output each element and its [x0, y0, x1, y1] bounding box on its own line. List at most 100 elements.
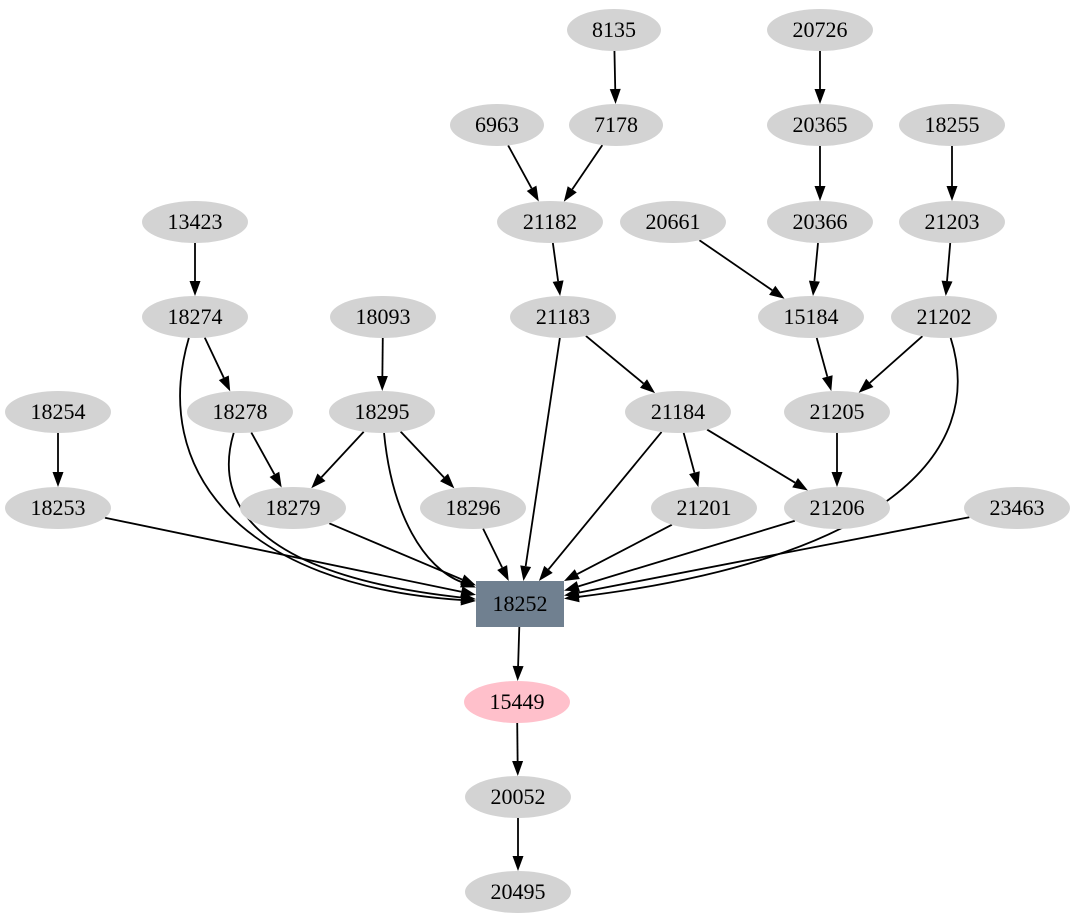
- edge-18295-18252: [383, 432, 463, 584]
- arrowhead-18278-18279: [269, 471, 282, 488]
- edge-21202-18252: [578, 337, 959, 598]
- node-7178: 7178: [569, 104, 663, 146]
- arrowhead-13423-18274: [189, 281, 201, 296]
- node-label-20366: 20366: [793, 209, 848, 234]
- node-18254: 18254: [5, 391, 111, 433]
- node-23463: 23463: [964, 487, 1070, 529]
- edge-18279-18252: [328, 522, 463, 581]
- edge-23463-18252: [578, 516, 970, 594]
- node-label-21184: 21184: [651, 399, 705, 424]
- node-label-18252: 18252: [493, 591, 548, 616]
- arrowhead-21184-18252: [538, 565, 553, 581]
- node-shape-21201: [651, 487, 757, 529]
- node-label-21205: 21205: [810, 399, 865, 424]
- edge-21183-18252: [524, 337, 561, 567]
- arrowhead-21183-18252: [520, 565, 532, 581]
- node-20365: 20365: [767, 104, 873, 146]
- node-shape-20366: [767, 201, 873, 243]
- arrowhead-20052-20495: [512, 856, 524, 871]
- arrowhead-18279-18252: [460, 574, 476, 586]
- edge-18252-15449: [517, 626, 521, 667]
- edge-20661-15184: [698, 239, 773, 292]
- node-shape-18254: [5, 391, 111, 433]
- edge-6963-21182: [507, 144, 533, 189]
- edge-21183-21184: [585, 335, 645, 385]
- node-label-15449: 15449: [490, 689, 545, 714]
- node-20661: 20661: [620, 201, 726, 243]
- edge-20366-15184: [813, 242, 819, 282]
- edge-8135-7178: [613, 50, 617, 90]
- node-label-21206: 21206: [810, 495, 865, 520]
- node-shape-8135: [567, 9, 661, 51]
- node-shape-21203: [899, 201, 1005, 243]
- node-label-23463: 23463: [990, 495, 1045, 520]
- node-shape-23463: [964, 487, 1070, 529]
- node-label-18296: 18296: [446, 495, 501, 520]
- node-shape-18279: [240, 487, 346, 529]
- node-label-18295: 18295: [355, 399, 410, 424]
- node-shape-18252: [476, 581, 564, 627]
- edge-21206-18252: [578, 519, 796, 588]
- node-18295: 18295: [329, 391, 435, 433]
- node-6963: 6963: [450, 104, 544, 146]
- arrowhead-21184-21201: [689, 471, 700, 488]
- node-label-18279: 18279: [266, 495, 321, 520]
- edge-21184-21201: [682, 432, 696, 473]
- node-label-21201: 21201: [677, 495, 732, 520]
- node-18093: 18093: [330, 296, 436, 338]
- edge-18274-18252: [179, 337, 462, 601]
- node-shape-18295: [329, 391, 435, 433]
- edge-21202-21205: [869, 335, 923, 384]
- node-21205: 21205: [784, 391, 890, 433]
- node-label-21203: 21203: [925, 209, 980, 234]
- arrowhead-23463-18252: [564, 587, 580, 599]
- node-shape-18255: [899, 104, 1005, 146]
- node-18253: 18253: [5, 487, 111, 529]
- arrowhead-20365-20366: [814, 186, 826, 201]
- node-shape-7178: [569, 104, 663, 146]
- node-shape-20495: [465, 871, 571, 913]
- edge-21182-21183: [551, 242, 559, 282]
- node-label-20661: 20661: [646, 209, 701, 234]
- node-shape-20365: [767, 104, 873, 146]
- arrowhead-21183-21184: [640, 379, 656, 394]
- arrowhead-18093-18295: [376, 375, 388, 392]
- node-label-18278: 18278: [213, 399, 268, 424]
- node-13423: 13423: [142, 201, 248, 243]
- node-21182: 21182: [497, 201, 603, 243]
- arrowhead-8135-7178: [609, 88, 621, 105]
- node-label-13423: 13423: [168, 209, 223, 234]
- node-label-21183: 21183: [536, 304, 590, 329]
- node-shape-20661: [620, 201, 726, 243]
- node-20052: 20052: [465, 776, 571, 818]
- node-shape-21205: [784, 391, 890, 433]
- node-18279: 18279: [240, 487, 346, 529]
- edge-21203-21202: [946, 242, 952, 282]
- node-20726: 20726: [767, 9, 873, 51]
- node-shape-21184: [625, 391, 731, 433]
- node-label-18255: 18255: [925, 112, 980, 137]
- node-shape-18274: [142, 296, 248, 338]
- node-shape-18253: [5, 487, 111, 529]
- arrowhead-20726-20365: [814, 89, 826, 104]
- edge-18295-18279: [320, 431, 365, 478]
- node-15184: 15184: [758, 296, 864, 338]
- node-21183: 21183: [510, 296, 616, 338]
- edge-18295-18296: [399, 431, 445, 479]
- node-shape-21183: [510, 296, 616, 338]
- node-shape-18093: [330, 296, 436, 338]
- node-label-20365: 20365: [793, 112, 848, 137]
- node-label-18093: 18093: [356, 304, 411, 329]
- arrowhead-21201-18252: [564, 569, 580, 582]
- edge-18278-18279: [250, 432, 276, 475]
- node-shape-18296: [420, 487, 526, 529]
- node-label-6963: 6963: [475, 112, 519, 137]
- edge-18274-18278: [203, 337, 225, 379]
- node-18274: 18274: [142, 296, 248, 338]
- arrowhead-15449-20052: [512, 760, 524, 777]
- node-label-20726: 20726: [793, 17, 848, 42]
- node-shape-15184: [758, 296, 864, 338]
- node-shape-18278: [187, 391, 293, 433]
- arrowhead-7178-21182: [563, 186, 577, 202]
